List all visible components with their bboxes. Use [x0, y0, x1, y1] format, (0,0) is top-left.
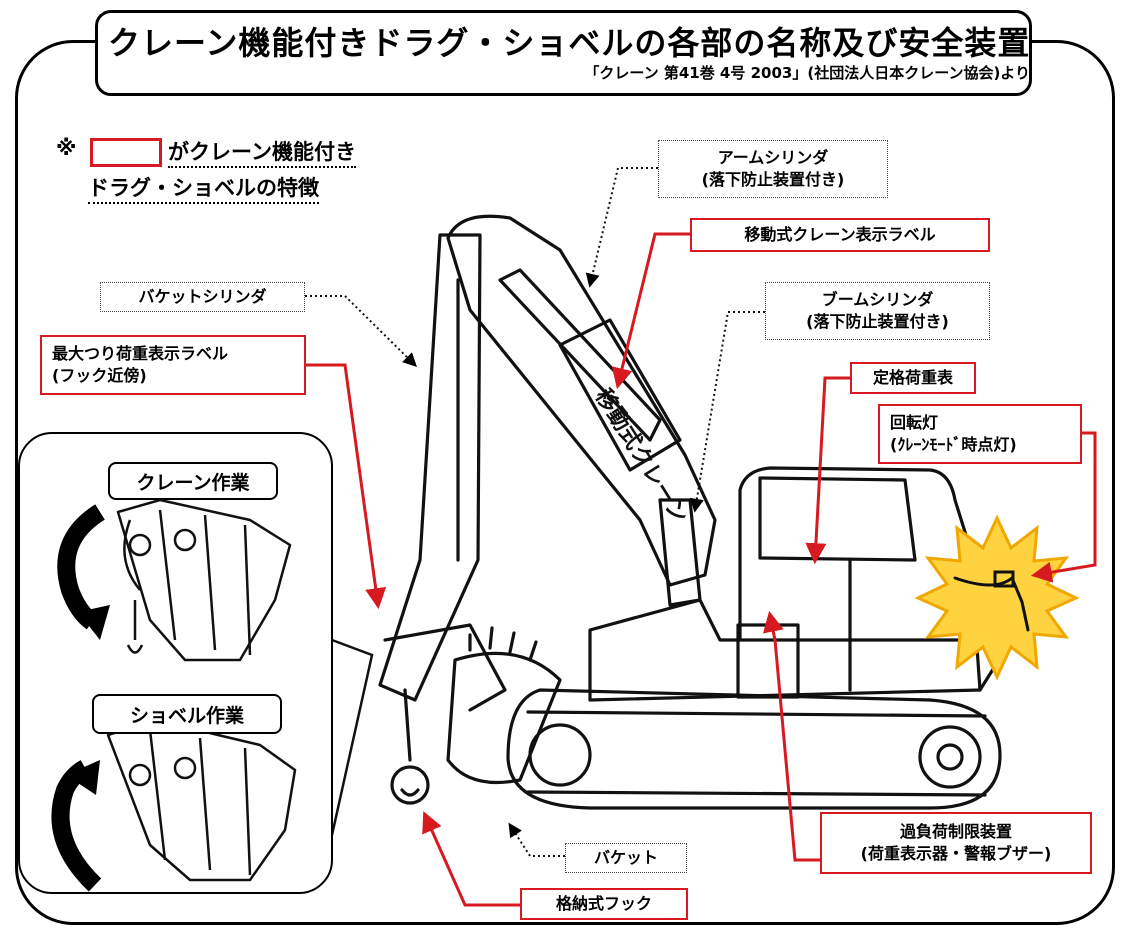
label-bucket-cylinder: バケットシリンダ: [100, 282, 305, 312]
label-max-load: 最大つり荷重表示ラベル (フック近傍): [40, 335, 306, 395]
label-mobile-crane-sign-text: 移動式クレーン表示ラベル: [744, 225, 936, 245]
label-arm-cylinder: アームシリンダ (落下防止装置付き): [658, 140, 888, 198]
label-rated-load-chart: 定格荷重表: [850, 362, 976, 394]
black-leaders: [305, 167, 765, 857]
label-max-load-line2: (フック近傍): [52, 366, 147, 385]
label-mobile-crane-sign: 移動式クレーン表示ラベル: [690, 218, 990, 252]
title-box: [95, 10, 1032, 96]
source-citation: 「クレーン 第41巻 4号 2003」(社団法人日本クレーン協会)より: [584, 64, 1030, 82]
shovel-mode-arrow-head: [66, 760, 100, 795]
label-overload-limiter-line2: (荷重表示器・警報ブザー): [860, 844, 1052, 863]
crane-mode-rotate-arrow: [57, 504, 106, 630]
label-bucket-text: バケット: [593, 848, 658, 868]
label-overload-limiter-line1: 過負荷制限装置: [899, 822, 1012, 842]
red-leaders: [306, 232, 1097, 907]
note-line-1: がクレーン機能付き: [168, 136, 356, 168]
label-arm-cylinder-line2: (落下防止装置付き): [701, 170, 845, 189]
shovel-mode-bucket-sketch: [106, 718, 297, 882]
page-title: クレーン機能付きドラグ・ショベルの各部の名称及び安全装置: [108, 24, 1031, 62]
rotating-light-fixture: [953, 570, 1030, 632]
label-rotating-light-line1: 回転灯: [890, 413, 939, 433]
label-bucket-cylinder-text: バケットシリンダ: [138, 287, 267, 307]
crane-mode-bucket-sketch: [116, 498, 292, 662]
inset-pointer: [330, 638, 374, 836]
mode-shovel-label: ショベル作業: [92, 694, 282, 734]
label-boom-cylinder-line1: ブームシリンダ: [821, 290, 934, 310]
label-max-load-line1: 最大つり荷重表示ラベル: [52, 344, 229, 364]
label-boom-cylinder-line2: (落下防止装置付き): [806, 312, 949, 331]
label-bucket: バケット: [565, 843, 687, 873]
label-boom-cylinder: ブームシリンダ (落下防止装置付き): [765, 282, 990, 340]
note-mark: ※: [56, 136, 77, 160]
label-overload-limiter: 過負荷制限装置 (荷重表示器・警報ブザー): [820, 812, 1092, 874]
note-line-2: ドラグ・ショベルの特徴: [88, 172, 319, 204]
crane-mode-arrow-head: [78, 605, 110, 640]
label-rotating-light: 回転灯 (ｸﾚｰﾝﾓｰﾄﾞ時点灯): [878, 404, 1082, 464]
mode-inset-panel: [18, 432, 333, 894]
label-retractable-hook-text: 格納式フック: [555, 894, 652, 914]
label-retractable-hook: 格納式フック: [520, 888, 688, 920]
label-arm-cylinder-line1: アームシリンダ: [717, 148, 829, 168]
label-rotating-light-line2: (ｸﾚｰﾝﾓｰﾄﾞ時点灯): [890, 435, 1017, 454]
rotating-light-starburst: [914, 514, 1080, 681]
note-red-box-legend: [90, 138, 162, 167]
mode-crane-label: クレーン作業: [108, 462, 278, 500]
label-rated-load-chart-text: 定格荷重表: [872, 368, 953, 388]
